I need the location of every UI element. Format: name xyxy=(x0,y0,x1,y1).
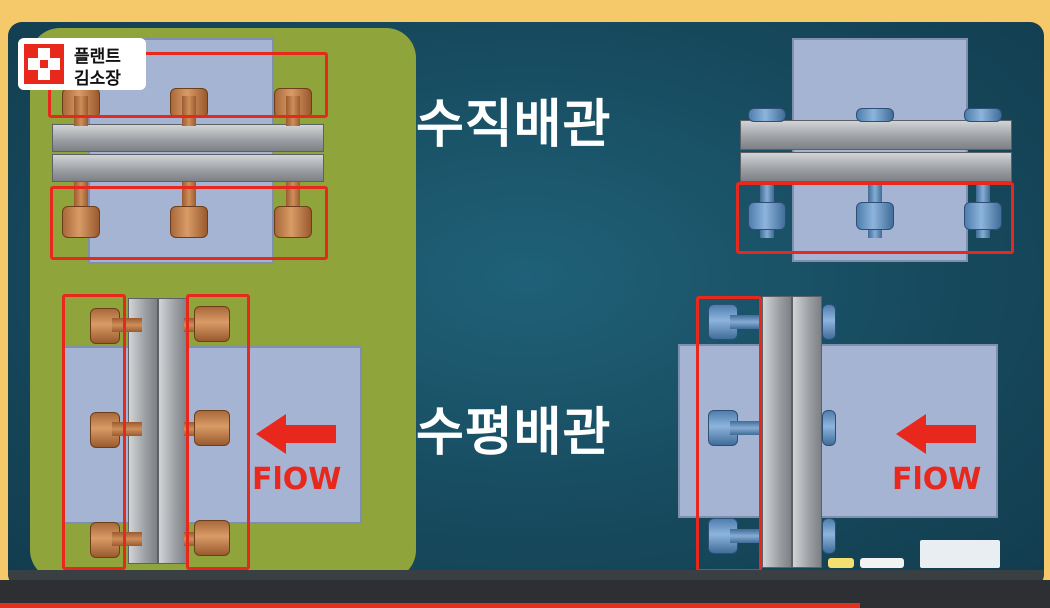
bolt-stud xyxy=(112,532,142,546)
bolt-icon xyxy=(748,108,786,122)
video-progress-bar[interactable] xyxy=(0,603,860,608)
bolt-icon xyxy=(194,306,230,342)
bolt-icon xyxy=(964,108,1002,122)
bolt-stud xyxy=(730,529,760,543)
bolt-stud xyxy=(112,318,142,332)
chalk-white xyxy=(860,558,904,568)
bolt-icon xyxy=(274,206,312,238)
board-eraser xyxy=(920,540,1000,568)
highlight-box-right-top-bolts xyxy=(736,182,1014,254)
bolt-icon xyxy=(822,518,836,554)
bolt-icon xyxy=(194,520,230,556)
flange-lower-right xyxy=(740,152,1012,182)
highlight-box-bottom-bolts xyxy=(50,186,328,260)
diagram-board: FlOW 수직배관 수평배관 F xyxy=(8,22,1044,588)
flange-upper-left xyxy=(52,124,324,152)
bolt-icon xyxy=(194,410,230,446)
bolt-icon xyxy=(856,202,894,230)
flow-label-left: FlOW xyxy=(252,462,342,497)
logo-text-line2: 김소장 xyxy=(74,69,121,89)
flange-left-v-right xyxy=(762,296,792,568)
bolt-icon xyxy=(748,202,786,230)
vertical-piping-title: 수직배관 xyxy=(416,95,612,155)
highlight-box-right-bottom-bolts xyxy=(696,296,762,572)
bolt-icon xyxy=(822,410,836,446)
bolt-icon xyxy=(62,206,100,238)
flow-label-right: FlOW xyxy=(892,462,982,497)
bolt-icon xyxy=(170,206,208,238)
bolt-icon xyxy=(822,304,836,340)
bolt-stud xyxy=(182,96,196,126)
bolt-stud xyxy=(112,422,142,436)
bolt-stud xyxy=(74,96,88,126)
bolt-icon xyxy=(964,202,1002,230)
left-arrow-icon xyxy=(896,414,976,454)
flange-lower-left xyxy=(52,154,324,182)
flange-right-v-right xyxy=(792,296,822,568)
bolt-stud xyxy=(730,421,760,435)
horizontal-piping-title: 수평배관 xyxy=(416,403,612,463)
left-arrow-icon xyxy=(256,414,336,454)
red-white-diamond-logo-icon xyxy=(24,44,64,84)
flange-upper-right xyxy=(740,120,1012,150)
highlight-box-right-bolts xyxy=(186,294,250,570)
bolt-stud xyxy=(730,315,760,329)
chalk-yellow xyxy=(828,558,854,568)
highlight-box-left-bolts xyxy=(62,294,126,570)
bolt-stud xyxy=(286,96,300,126)
channel-logo: 플랜트 김소장 xyxy=(18,38,146,90)
bolt-icon xyxy=(856,108,894,122)
logo-text-line1: 플랜트 xyxy=(74,47,121,67)
